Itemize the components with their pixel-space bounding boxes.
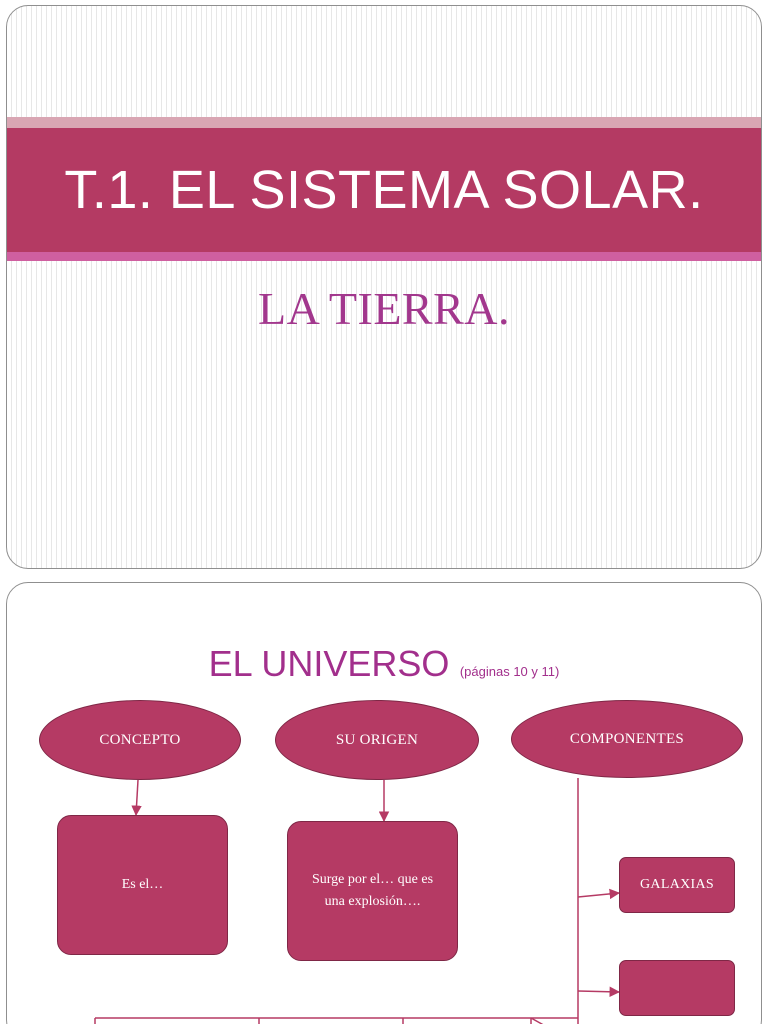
box-concepto-text: Es el… (121, 877, 164, 893)
connector-lines (94, 778, 621, 1024)
slide-heading: EL UNIVERSO (páginas 10 y 11) (7, 643, 761, 685)
box-origen-text: Surge por el… que es una explosión…. (311, 872, 434, 909)
concept-map-slide: EL UNIVERSO (páginas 10 y 11) CONCEPTO (6, 582, 762, 1024)
node-concepto: CONCEPTO (39, 700, 241, 780)
node-concepto-label: CONCEPTO (99, 731, 181, 748)
node-componentes: COMPONENTES (511, 700, 743, 778)
connector-empty-box (577, 986, 621, 998)
box-empty-component (619, 960, 735, 1016)
title-band: T.1. EL SISTEMA SOLAR. (7, 128, 761, 252)
box-origen: Surge por el… que es una explosión…. (287, 821, 458, 961)
connector-bottom-diagonal (530, 1017, 544, 1024)
box-concepto: Es el… (57, 815, 228, 955)
slide-title: T.1. EL SISTEMA SOLAR. (64, 160, 704, 220)
box-galaxias-label: GALAXIAS (640, 877, 714, 892)
box-galaxias: GALAXIAS (619, 857, 735, 913)
slide-subtitle: LA TIERRA. (257, 283, 511, 334)
title-slide: T.1. EL SISTEMA SOLAR. LA TIERRA. (6, 5, 762, 569)
connector-concepto (131, 779, 142, 817)
connector-galaxias (577, 888, 621, 900)
node-componentes-label: COMPONENTES (569, 730, 685, 747)
heading-main: EL UNIVERSO (208, 643, 450, 684)
title-band-top-stripe (7, 117, 761, 128)
heading-page-note: (páginas 10 y 11) (459, 664, 560, 679)
title-band-bottom-stripe (7, 252, 761, 261)
node-su-origen-label: SU ORIGEN (335, 731, 419, 748)
node-su-origen: SU ORIGEN (275, 700, 479, 780)
